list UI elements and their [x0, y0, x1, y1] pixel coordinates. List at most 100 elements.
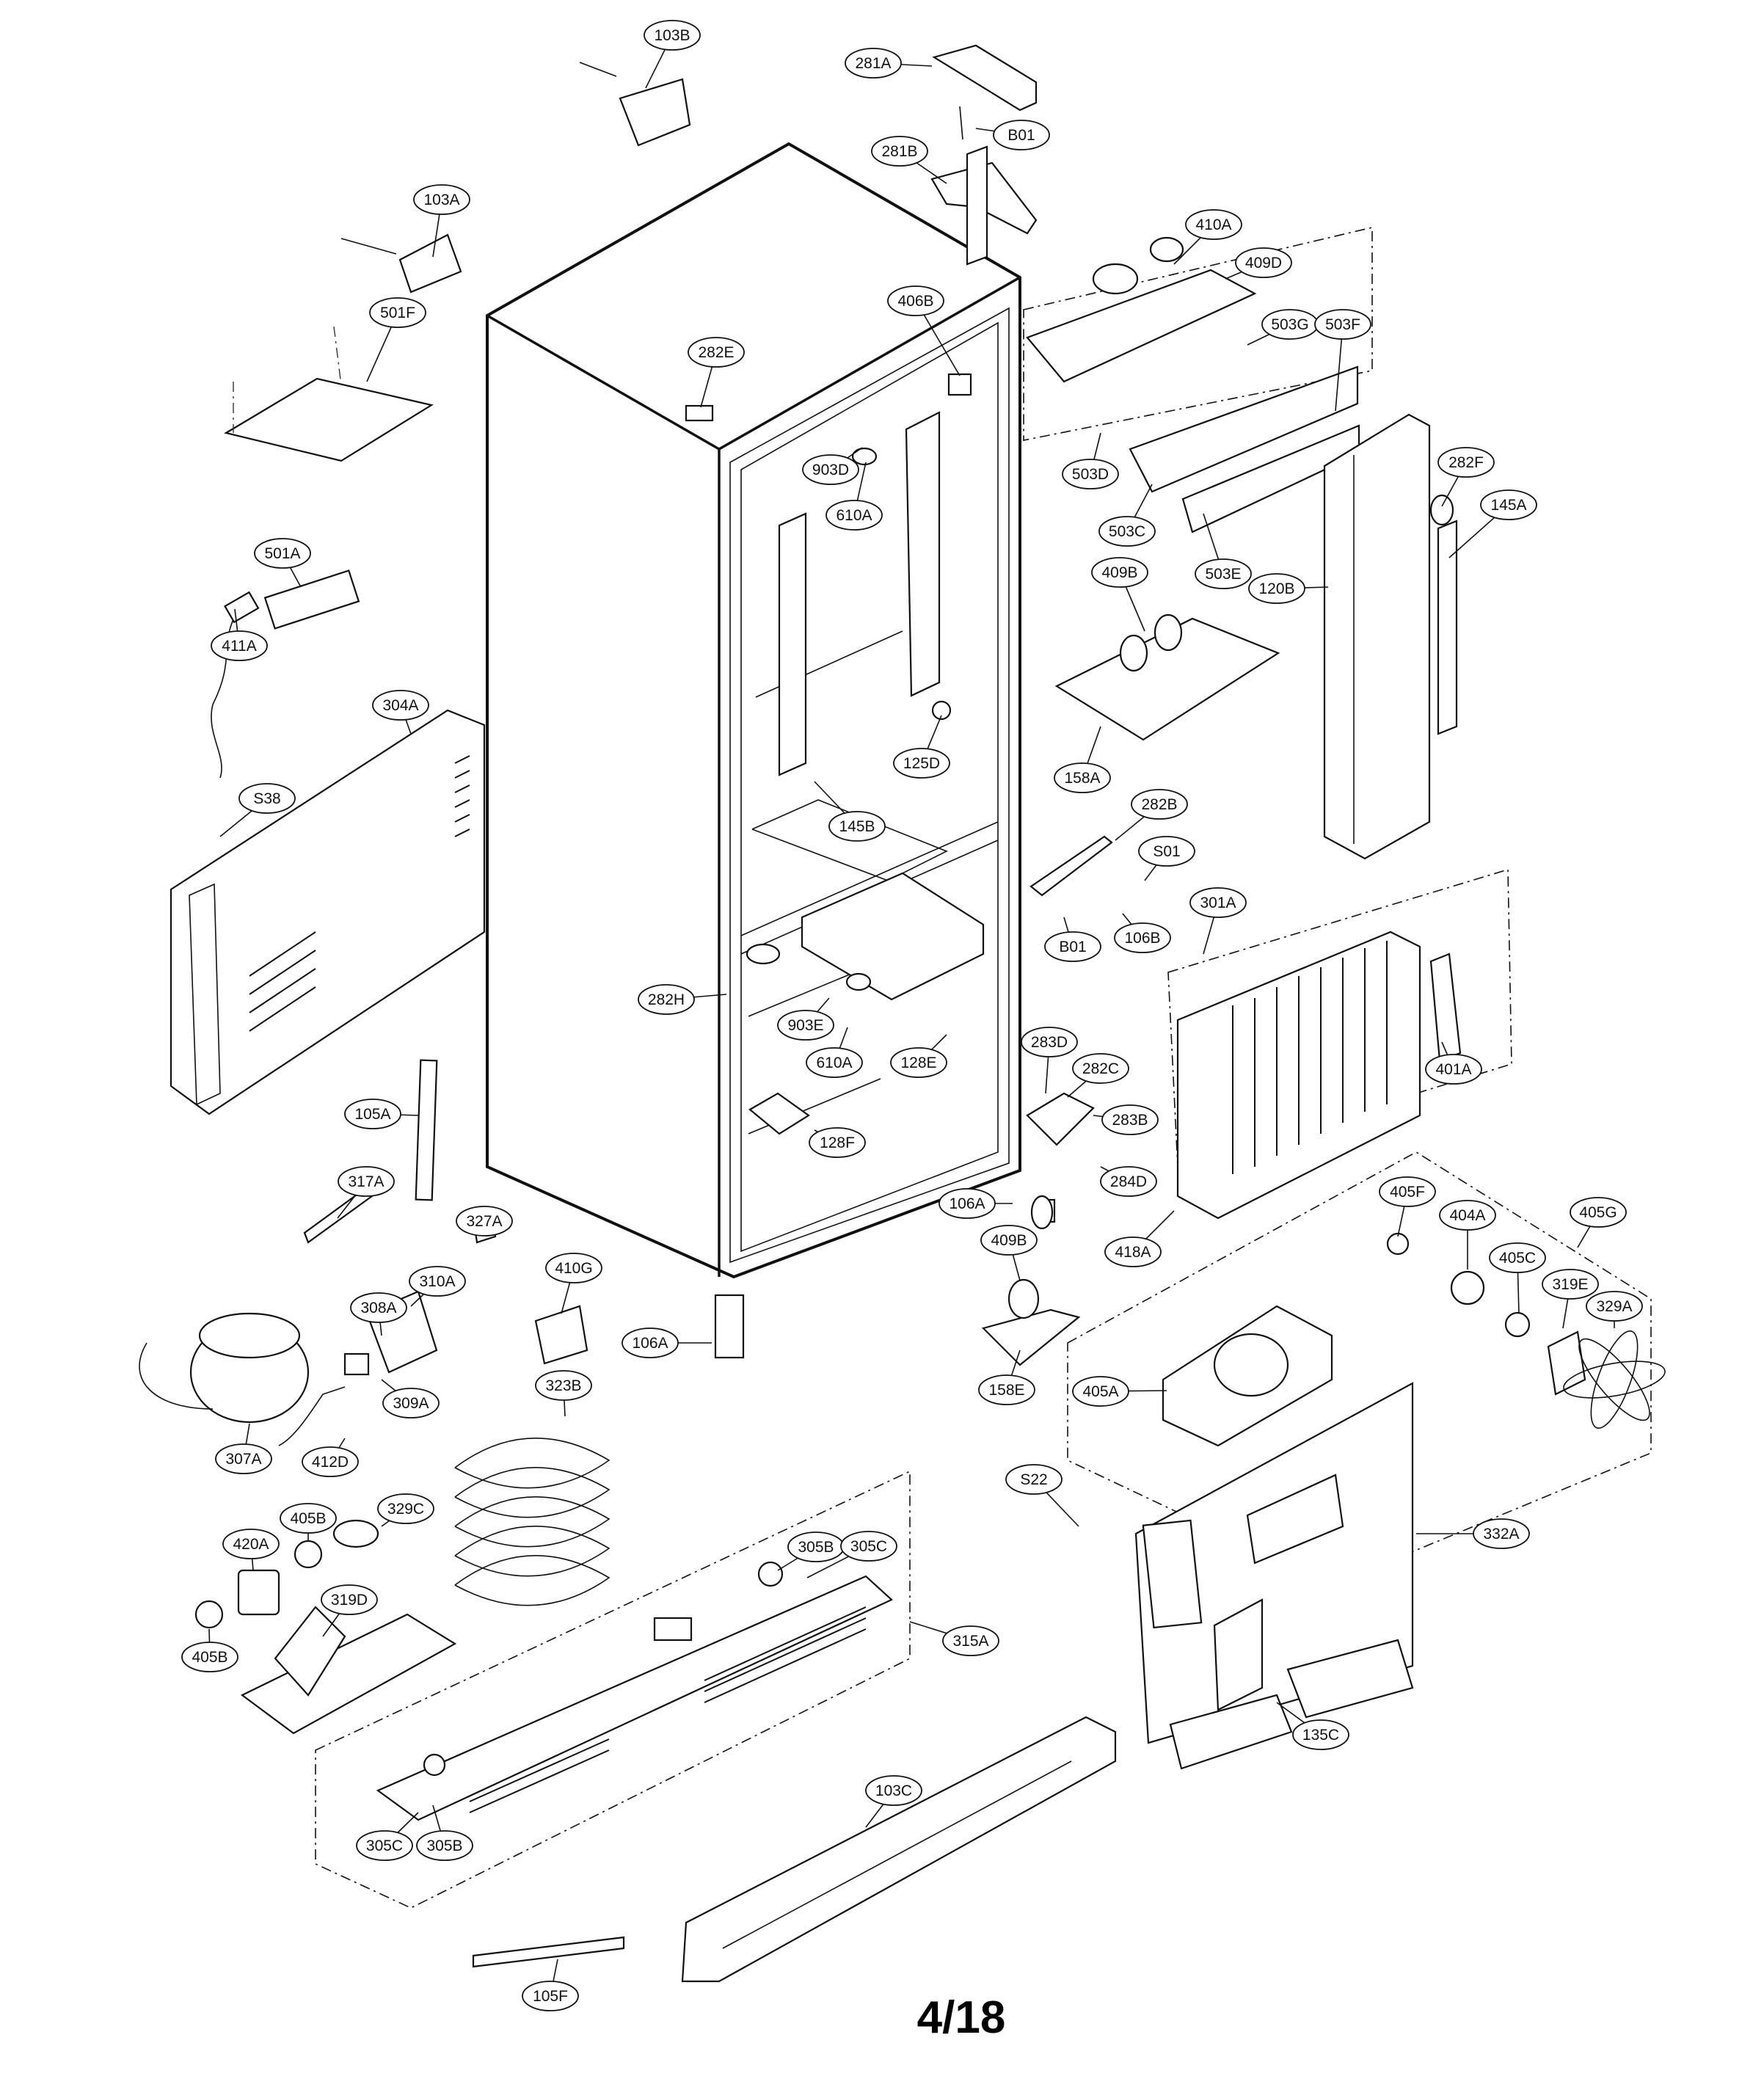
callout-label: 409B — [1101, 564, 1137, 581]
callout-bubble — [980, 1225, 1038, 1256]
callout-305b: 305B — [787, 1531, 845, 1562]
callout-label: 307A — [225, 1451, 261, 1468]
callout-610a: 610A — [806, 1047, 863, 1078]
callout-label: 410A — [1195, 216, 1231, 233]
callout-label: 284D — [1110, 1173, 1147, 1190]
callout-bubble — [215, 1443, 272, 1474]
callout-106b: 106B — [1114, 922, 1171, 953]
callout-bubble — [871, 136, 928, 167]
callout-label: 305C — [366, 1837, 403, 1854]
callout-145a: 145A — [1480, 489, 1537, 520]
callout-label: 503D — [1072, 466, 1109, 483]
callout-bubble — [1062, 459, 1119, 489]
callout-128f: 128F — [809, 1127, 866, 1158]
callout-label: S01 — [1153, 843, 1180, 860]
callout-282b: 282B — [1131, 789, 1188, 820]
callout-301a: 301A — [1189, 887, 1247, 918]
callout-bubble — [1570, 1197, 1627, 1228]
callout-bubble — [409, 1266, 466, 1297]
callout-bubble — [1021, 1027, 1078, 1057]
callout-label: 282C — [1082, 1060, 1119, 1077]
callout-label: 405B — [290, 1510, 326, 1527]
callout-bubble — [1138, 836, 1195, 867]
callout-503d: 503D — [1062, 459, 1119, 489]
callout-bubble — [1114, 922, 1171, 953]
callout-label: 135C — [1302, 1727, 1339, 1744]
callout-120b: 120B — [1248, 573, 1305, 604]
callout-label: 327A — [466, 1213, 502, 1230]
callout-label: 409B — [991, 1232, 1027, 1249]
callout-903e: 903E — [777, 1010, 834, 1041]
callout-label: 283B — [1112, 1112, 1148, 1129]
callout-bubble — [638, 984, 695, 1015]
callout-label: 145B — [839, 818, 875, 835]
base-plate-parts — [315, 1470, 1117, 1983]
callout-label: 281B — [881, 143, 917, 160]
callout-409d: 409D — [1235, 247, 1292, 278]
callout-label: 308A — [360, 1300, 396, 1316]
callout-bubble — [1314, 309, 1371, 340]
callout-label: 405C — [1499, 1250, 1536, 1267]
callout-125d: 125D — [893, 748, 950, 779]
callout-903d: 903D — [802, 454, 859, 485]
callout-label: 283D — [1031, 1034, 1068, 1051]
callout-label: 310A — [419, 1273, 455, 1290]
callout-label: 418A — [1115, 1244, 1151, 1261]
callout-label: 128F — [820, 1134, 855, 1151]
callout-135c: 135C — [1292, 1719, 1349, 1750]
callout-bubble — [887, 285, 944, 316]
callout-label: 319E — [1552, 1276, 1588, 1293]
callout-bubble — [1104, 1236, 1162, 1267]
callout-label: 405B — [192, 1649, 227, 1666]
callout-label: 128E — [900, 1055, 936, 1071]
callout-bubble — [1195, 558, 1252, 589]
callout-bubble — [321, 1584, 378, 1615]
callout-bubble — [890, 1047, 947, 1078]
callout-bubble — [1189, 887, 1247, 918]
callout-label: 105A — [354, 1106, 390, 1123]
callout-418a: 418A — [1104, 1236, 1162, 1267]
callout-label: 503G — [1271, 316, 1308, 333]
callout-b01: B01 — [1044, 931, 1101, 962]
callout-label: 503F — [1325, 316, 1360, 333]
callout-bubble — [222, 1529, 280, 1559]
callout-label: 105F — [533, 1988, 568, 2005]
callout-bubble — [238, 783, 296, 814]
callout-label: 106B — [1124, 930, 1160, 947]
callout-bubble — [522, 1981, 579, 2011]
right-side-parts — [714, 226, 1666, 1770]
callout-label: 158E — [988, 1382, 1024, 1399]
callout-label: 281A — [855, 55, 891, 72]
callout-319e: 319E — [1542, 1269, 1599, 1300]
callout-bubble — [1542, 1269, 1599, 1300]
callout-501f: 501F — [369, 297, 426, 328]
callout-labels: 103B281AB01281B103A410A409D406B282E503G5… — [181, 20, 1643, 2011]
callout-label: 409D — [1245, 255, 1282, 272]
callout-282c: 282C — [1072, 1053, 1129, 1084]
callout-bubble — [993, 120, 1050, 150]
callout-bubble — [356, 1830, 413, 1861]
callout-bubble — [688, 337, 745, 368]
callout-128e: 128E — [890, 1047, 947, 1078]
callout-bubble — [828, 811, 886, 842]
callout-bubble — [939, 1188, 996, 1219]
callout-label: 503C — [1109, 523, 1145, 540]
callout-bubble — [1185, 209, 1242, 240]
callout-bubble — [1489, 1242, 1546, 1273]
callout-label: 903E — [787, 1017, 823, 1034]
callout-bubble — [302, 1446, 359, 1477]
callout-315a: 315A — [942, 1625, 999, 1656]
callout-105f: 105F — [522, 1981, 579, 2011]
callout-145b: 145B — [828, 811, 886, 842]
callout-label: 103A — [423, 192, 459, 208]
callout-label: 106A — [949, 1195, 985, 1212]
callout-283d: 283D — [1021, 1027, 1078, 1057]
callout-305b: 305B — [416, 1830, 473, 1861]
callout-310a: 310A — [409, 1266, 466, 1297]
callout-label: 610A — [816, 1055, 852, 1071]
callout-label: 411A — [222, 638, 257, 655]
callout-401a: 401A — [1425, 1054, 1482, 1085]
callout-404a: 404A — [1439, 1200, 1496, 1231]
callout-label: 903D — [812, 462, 849, 478]
callout-bubble — [1100, 1166, 1157, 1197]
